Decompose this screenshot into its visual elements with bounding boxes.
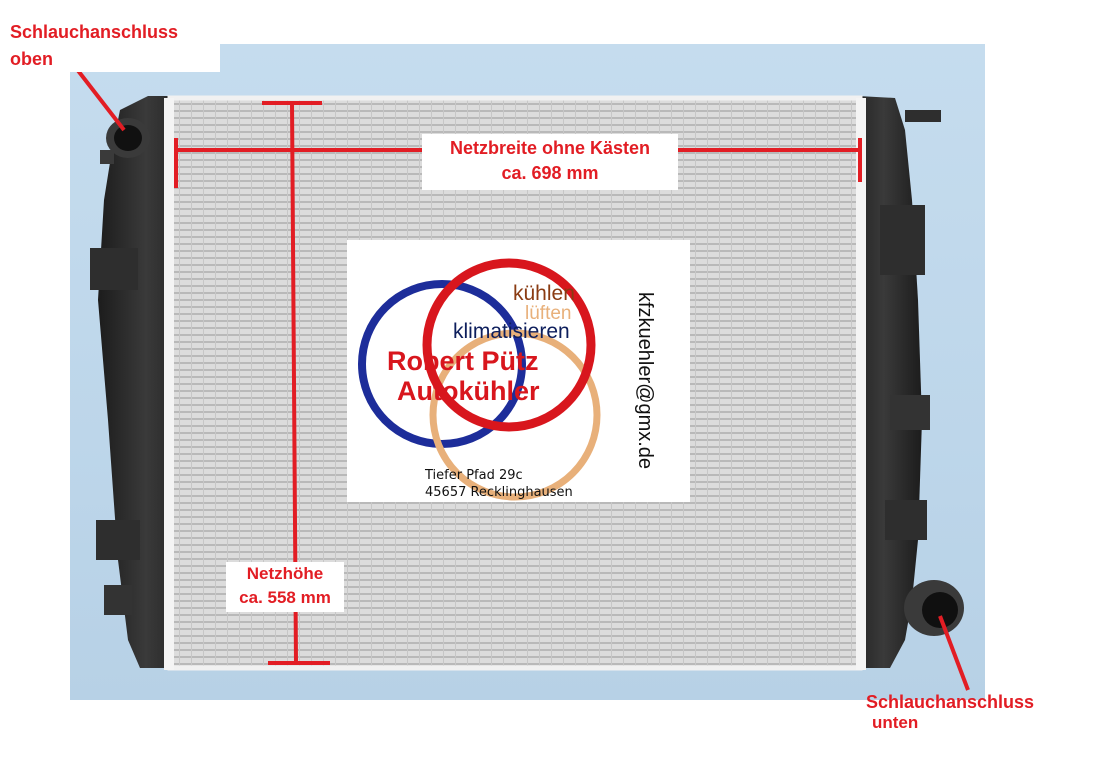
slogan-kuehlen: kühlen (513, 282, 575, 305)
left-mount (104, 585, 132, 615)
right-bracket-upper (880, 205, 925, 275)
callout-bottom-line2: unten (872, 713, 919, 732)
slogan-klimatisieren: klimatisieren (453, 320, 570, 343)
top-callout-bg (0, 0, 220, 72)
bottom-connector-pointer (938, 615, 970, 691)
height-label-line2: ca. 558 mm (239, 587, 331, 607)
logo-rings-graphic (358, 258, 601, 501)
width-label-line1: Netzbreite ohne Kästen (449, 138, 651, 158)
height-label: Netzhöhe ca. 558 mm (226, 562, 344, 612)
left-bracket-lower (96, 520, 140, 560)
address-city: 45657 Recklinghausen (425, 485, 573, 500)
height-label-line1: Netzhöhe (246, 564, 324, 583)
width-label: Netzbreite ohne Kästen ca. 698 mm (422, 134, 678, 190)
callout-bottom-line1: Schlauchanschluss (866, 692, 1035, 712)
left-bracket-upper (90, 248, 138, 290)
right-bracket-lower (885, 500, 927, 540)
company-logo-box: kühlen lüften klimatisieren Robert Pütz … (347, 240, 690, 502)
address-street: Tiefer Pfad 29c (425, 468, 523, 483)
right-bracket-mid (890, 395, 930, 430)
callout-top-line1: Schlauchanschluss (10, 22, 179, 42)
callout-top-line2: oben (10, 49, 53, 69)
company-name-line2: Autokühler (397, 376, 540, 406)
width-label-line2: ca. 698 mm (501, 163, 599, 184)
slogan-lueften: lüften (525, 303, 572, 324)
company-name-line1: Robert Pütz (387, 346, 539, 376)
top-connector-pointer (74, 66, 126, 132)
